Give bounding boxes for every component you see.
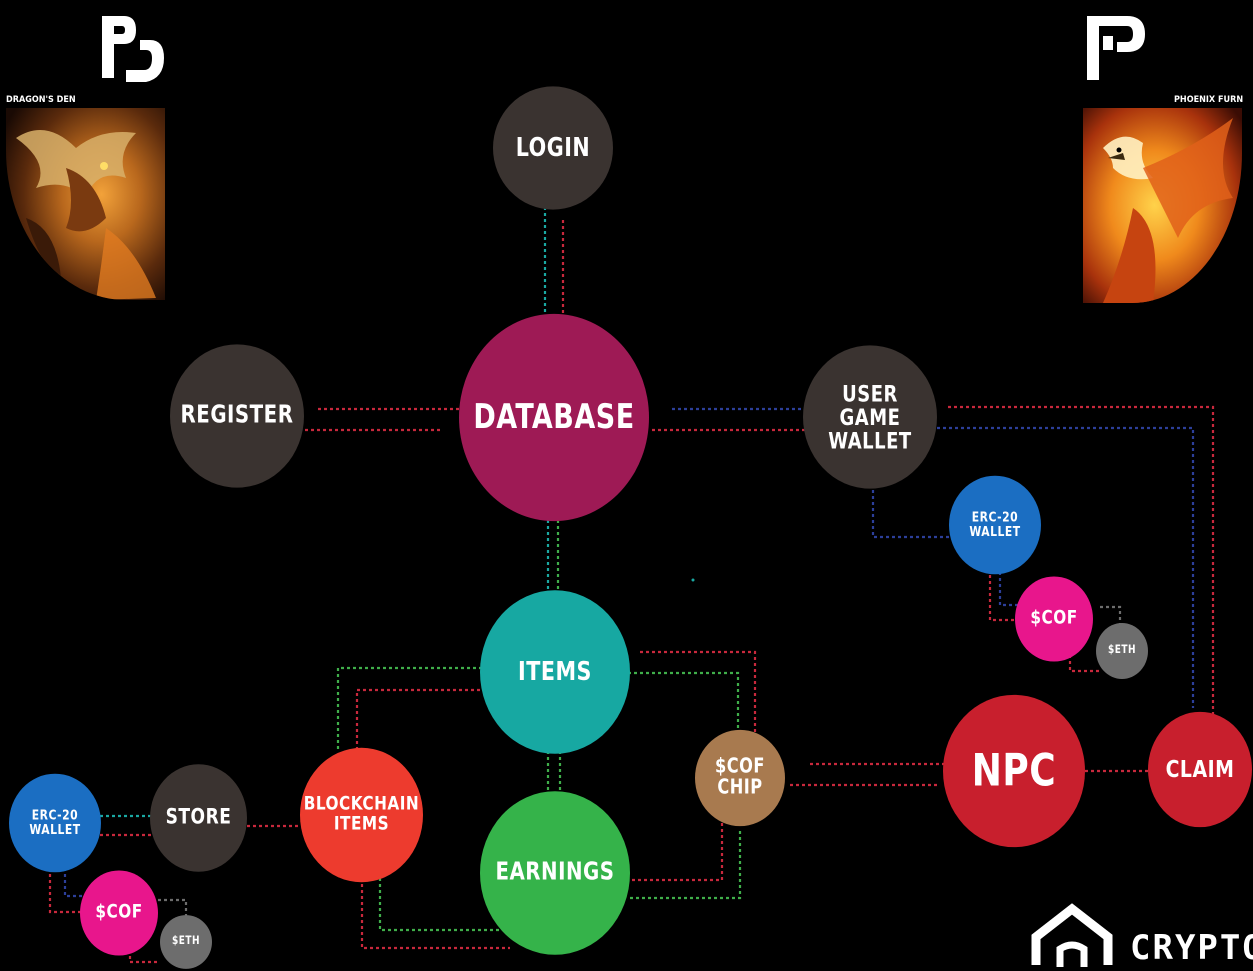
- edge-wallet-erc20: [871, 490, 950, 539]
- npc-label: NPC: [971, 745, 1057, 797]
- store-node[interactable]: STORE: [150, 764, 247, 872]
- cof-chip-node[interactable]: $COF CHIP: [695, 729, 785, 827]
- items-label: ITEMS: [518, 657, 592, 687]
- claim-node[interactable]: CLAIM: [1148, 711, 1252, 828]
- items-node[interactable]: ITEMS: [480, 590, 630, 754]
- earnings-node[interactable]: EARNINGS: [480, 791, 630, 955]
- edge-erc20-cof-left: [48, 868, 82, 914]
- edge-cof-eth-right-2: [1068, 655, 1100, 673]
- eth-left-label: $ETH: [171, 935, 201, 948]
- cof-chip-label: $COF CHIP: [715, 754, 765, 800]
- house-icon: [1030, 903, 1114, 967]
- edge-items-blockchain-green: [336, 666, 482, 750]
- dragons-den-name: DRAGON'S DEN: [6, 95, 76, 105]
- register-label: REGISTER: [180, 401, 294, 430]
- dot: [691, 578, 695, 582]
- edge-earnings-chip-red: [632, 820, 724, 882]
- edge-blockchain-earnings-red: [360, 878, 510, 950]
- erc20-wallet-left-label: ERC-20 WALLET: [29, 807, 81, 838]
- database-label: DATABASE: [473, 397, 635, 437]
- edge-blockchain-earnings-green: [378, 878, 500, 932]
- edge-erc20-cof-right-2: [998, 572, 1020, 607]
- phoenix-furn-name: PHOENIX FURN: [1174, 95, 1244, 105]
- earnings-label: EARNINGS: [495, 858, 615, 887]
- edge-cof-eth-left-2: [128, 950, 160, 964]
- user-game-wallet-node[interactable]: USER GAME WALLET: [803, 345, 937, 489]
- edge-earnings-chip-green: [630, 830, 742, 900]
- claim-label: CLAIM: [1165, 756, 1235, 783]
- login-node[interactable]: LOGIN: [493, 86, 613, 210]
- login-label: LOGIN: [515, 133, 591, 163]
- edge-wallet-claim-red: [948, 405, 1215, 718]
- register-node[interactable]: REGISTER: [170, 344, 304, 488]
- database-node[interactable]: DATABASE: [459, 313, 649, 522]
- erc20-wallet-left-node[interactable]: ERC-20 WALLET: [9, 773, 101, 873]
- dragons-den-logo: [98, 12, 166, 88]
- edge-items-chip-red: [640, 650, 757, 735]
- store-label: STORE: [165, 804, 232, 830]
- user-game-wallet-label: USER GAME WALLET: [828, 379, 912, 454]
- erc20-wallet-right-node[interactable]: ERC-20 WALLET: [949, 475, 1041, 575]
- npc-node[interactable]: NPC: [943, 694, 1085, 848]
- cof-left-node[interactable]: $COF: [80, 870, 158, 956]
- edge-wallet-claim-blue: [937, 426, 1195, 708]
- eth-right-node[interactable]: $ETH: [1096, 623, 1148, 679]
- cof-right-label: $COF: [1030, 606, 1078, 630]
- edge-erc20-cof-left-2: [63, 868, 85, 898]
- edge-cof-eth-right: [1100, 605, 1122, 625]
- cof-right-node[interactable]: $COF: [1015, 576, 1093, 662]
- erc20-wallet-right-label: ERC-20 WALLET: [969, 509, 1021, 540]
- phoenix-furn-logo: [1083, 12, 1149, 88]
- cof-left-label: $COF: [95, 900, 143, 924]
- watermark-text: CRYPTO: [1130, 928, 1253, 968]
- edge-erc20-cof-right: [988, 575, 1015, 622]
- eth-right-label: $ETH: [1107, 644, 1137, 657]
- blockchain-items-node[interactable]: BLOCKCHAIN ITEMS: [300, 747, 423, 883]
- eth-left-node[interactable]: $ETH: [160, 915, 212, 969]
- edge-items-chip-green: [628, 671, 740, 735]
- blockchain-items-label: BLOCKCHAIN ITEMS: [303, 792, 420, 836]
- edge-items-blockchain-red: [355, 688, 480, 755]
